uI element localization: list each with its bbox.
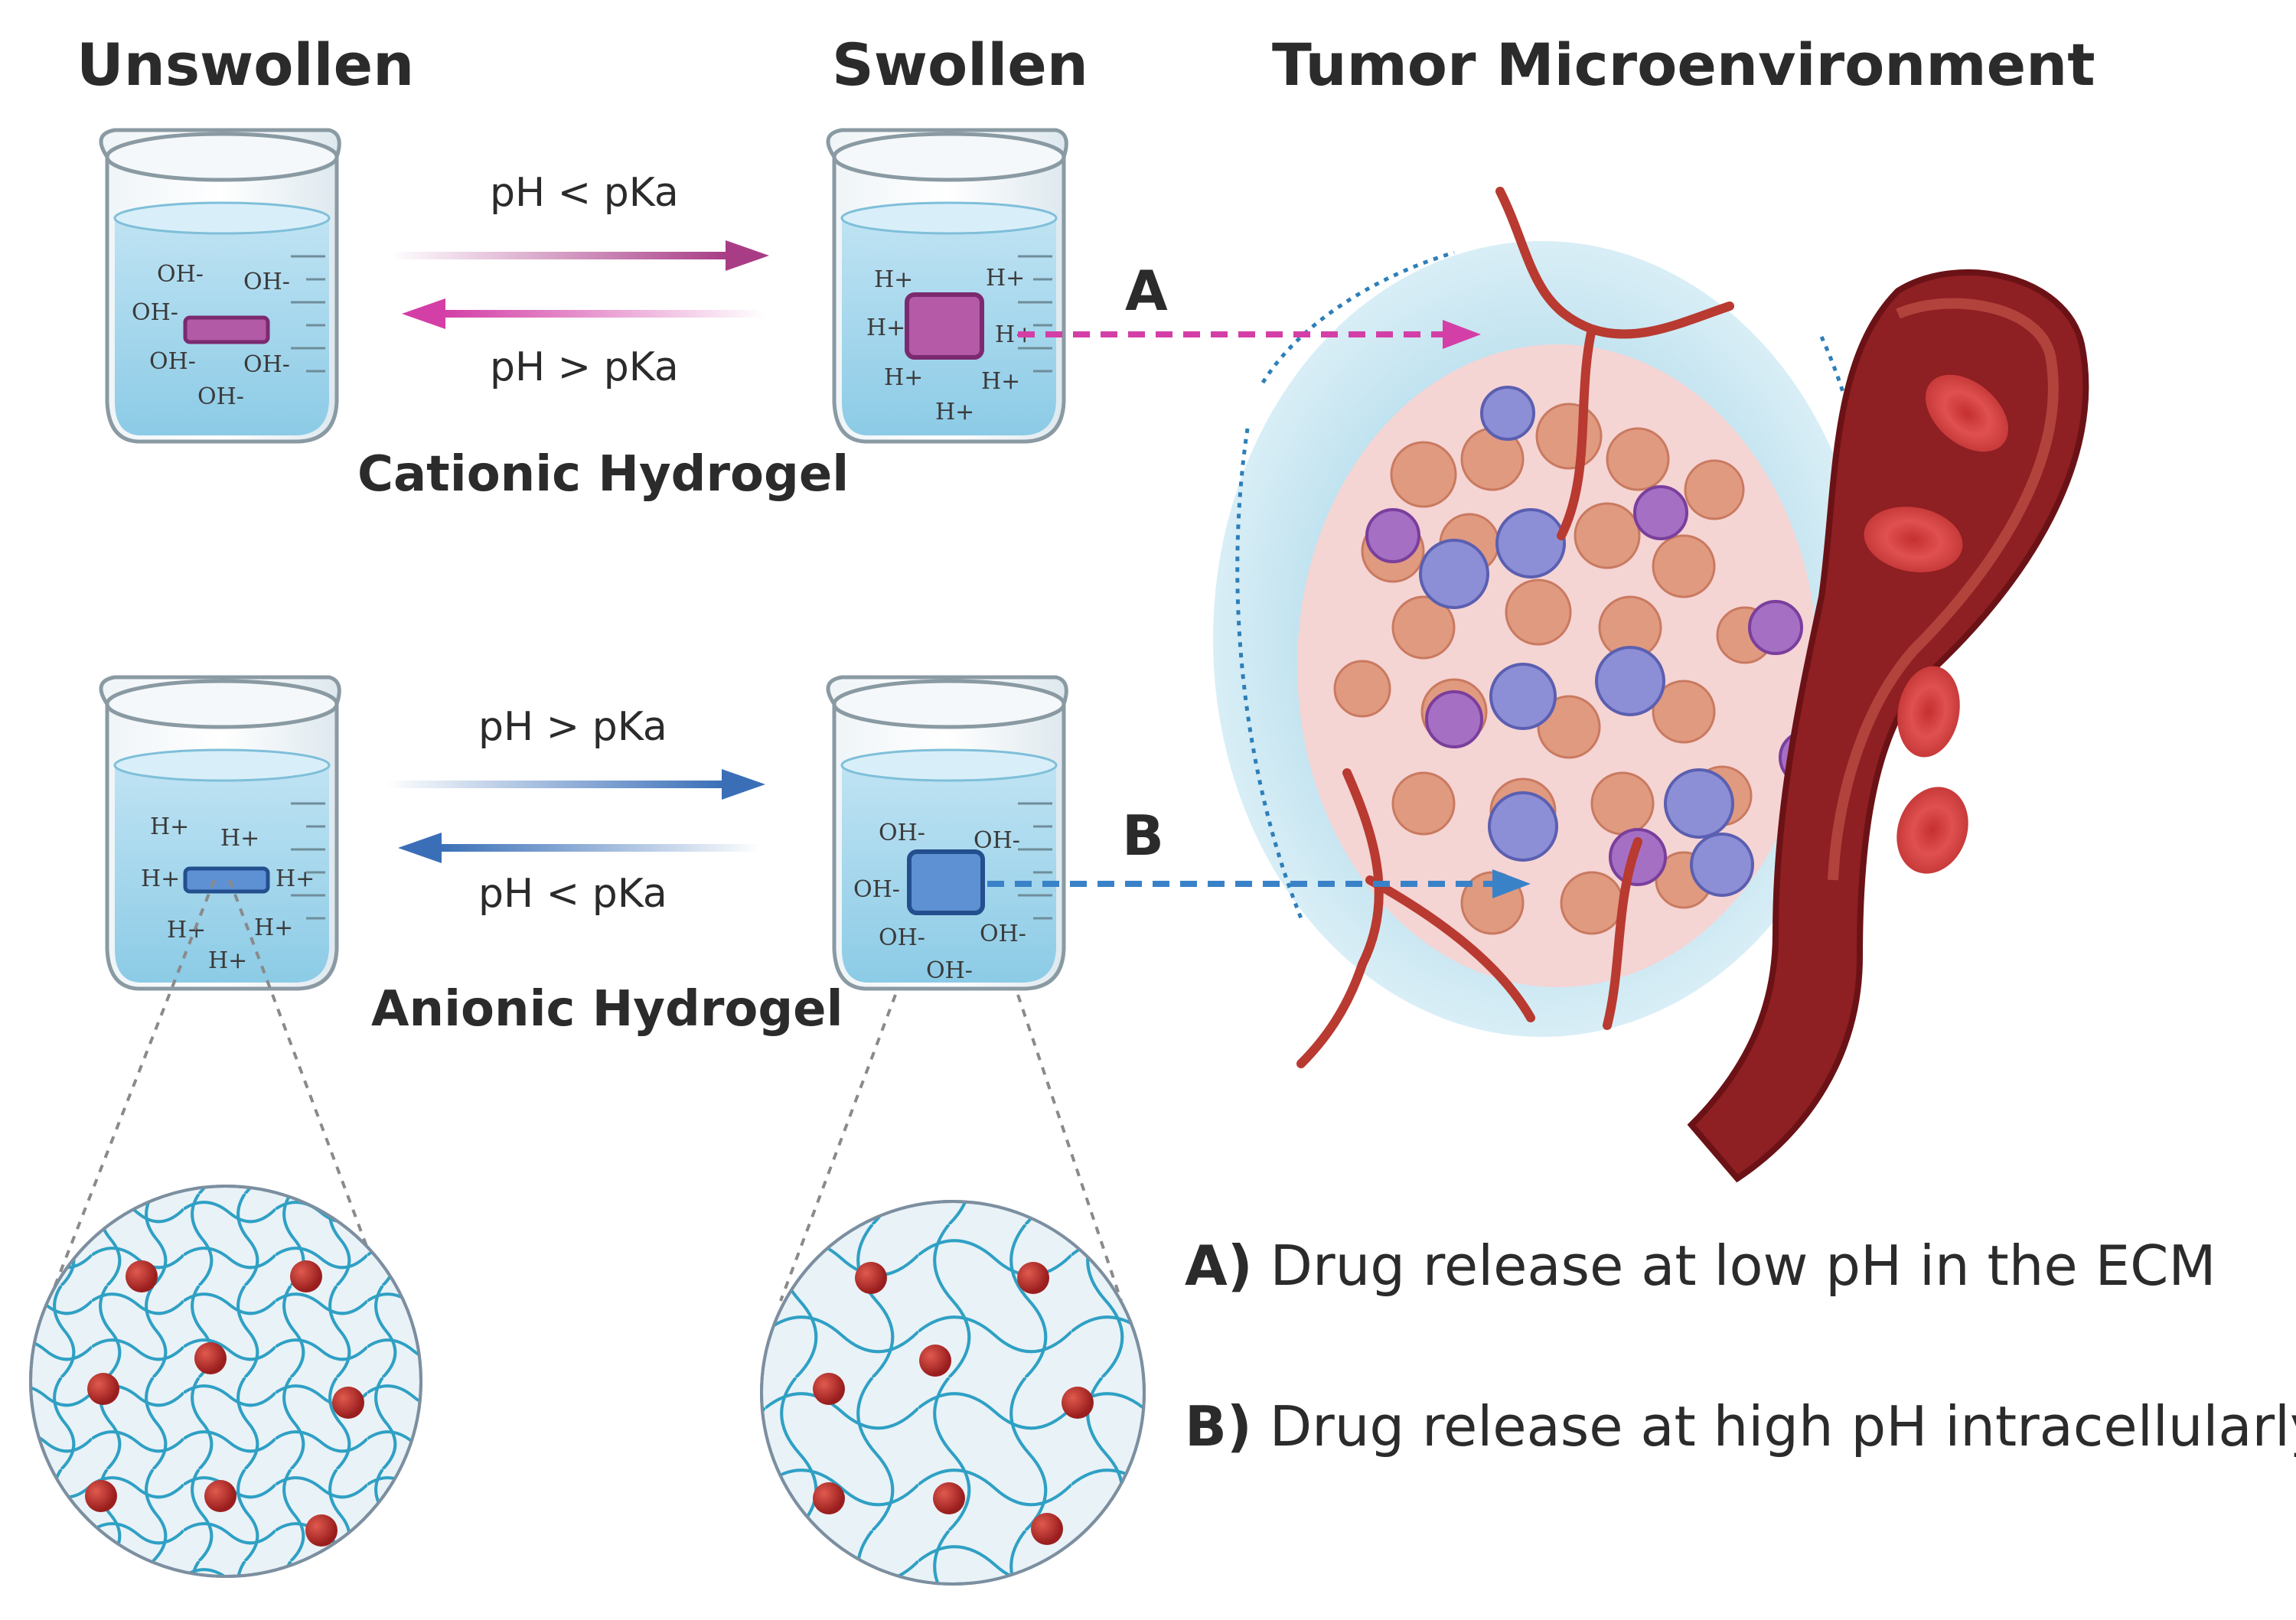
zoom-circle-unswollen: [29, 1185, 422, 1578]
anionic-forward-label: pH > pKa: [478, 704, 667, 750]
svg-text:H+: H+: [167, 917, 206, 944]
svg-text:H+: H+: [935, 399, 974, 425]
cationic-hydrogel-title: Cationic Hydrogel: [357, 446, 850, 503]
beaker-anionic-unswollen: [99, 675, 341, 991]
svg-text:OH-: OH-: [926, 957, 973, 984]
cationic-back-arrow: [402, 298, 765, 329]
ions-anionic-swollen: OH- OH- OH- OH- OH- OH-: [853, 820, 1026, 984]
svg-text:OH-: OH-: [879, 820, 925, 846]
legend-item-a: A) Drug release at low pH in the ECM: [1185, 1234, 2216, 1298]
svg-text:H+: H+: [874, 266, 913, 293]
cationic-back-label: pH > pKa: [490, 344, 679, 390]
ions-cationic-unswollen: OH- OH- OH- OH- OH- OH-: [132, 261, 290, 410]
legend-key-a: A): [1185, 1234, 1253, 1298]
svg-text:H+: H+: [208, 947, 247, 974]
cationic-hydrogel-unswollen: [183, 315, 270, 344]
svg-text:H+: H+: [866, 315, 905, 341]
svg-text:H+: H+: [141, 865, 180, 892]
svg-text:H+: H+: [220, 825, 259, 852]
anionic-hydrogel-unswollen: [183, 866, 270, 894]
zoom-circle-swollen: [760, 1200, 1146, 1586]
anionic-hydrogel-swollen: [907, 849, 985, 915]
cationic-forward-arrow: [390, 240, 769, 271]
svg-text:H+: H+: [254, 914, 293, 941]
svg-text:OH-: OH-: [197, 383, 244, 410]
svg-text:OH-: OH-: [157, 261, 204, 288]
ions-anionic-unswollen: H+ H+ H+ H+ H+ H+ H+: [141, 813, 315, 974]
anionic-back-label: pH < pKa: [478, 871, 667, 917]
cationic-forward-label: pH < pKa: [490, 170, 679, 216]
anionic-hydrogel-title: Anionic Hydrogel: [371, 981, 843, 1038]
svg-text:OH-: OH-: [879, 924, 925, 951]
legend-key-b: B): [1185, 1394, 1252, 1459]
svg-text:OH-: OH-: [132, 299, 178, 326]
ions-cationic-swollen: H+ H+ H+ H+ H+ H+ H+: [866, 265, 1034, 425]
svg-text:H+: H+: [986, 265, 1025, 292]
header-swollen: Swollen: [832, 31, 1088, 99]
beaker-anionic-swollen: [826, 675, 1068, 991]
header-unswollen: Unswollen: [77, 31, 415, 99]
anionic-back-arrow: [398, 833, 762, 863]
legend-item-b: B) Drug release at high pH intracellular…: [1185, 1394, 2296, 1459]
svg-text:OH-: OH-: [853, 876, 900, 903]
red-blood-cells: [1864, 374, 2009, 874]
drug-particles-swollen: [813, 1262, 1094, 1545]
svg-text:OH-: OH-: [243, 269, 290, 295]
anionic-forward-arrow: [386, 769, 765, 800]
pathway-a-letter: A: [1125, 259, 1168, 323]
legend-text-a: Drug release at low pH in the ECM: [1270, 1234, 2216, 1298]
drug-particles-unswollen: [85, 1260, 364, 1547]
pathway-b-letter: B: [1122, 803, 1164, 868]
tumor-illustration: [1213, 187, 2089, 1183]
svg-text:H+: H+: [884, 364, 923, 391]
beaker-cationic-swollen: [826, 128, 1068, 444]
pathway-a-arrow: [1018, 320, 1481, 349]
legend-text-b: Drug release at high pH intracellularly: [1269, 1394, 2296, 1459]
header-tumor-microenvironment: Tumor Microenvironment: [1272, 31, 2095, 99]
svg-text:OH-: OH-: [980, 921, 1026, 947]
svg-text:H+: H+: [150, 813, 189, 840]
pathway-b-arrow: [987, 869, 1531, 898]
zoom-lines: [51, 879, 1123, 1302]
svg-text:H+: H+: [276, 865, 315, 892]
svg-text:H+: H+: [981, 368, 1020, 395]
svg-text:OH-: OH-: [243, 351, 290, 378]
svg-text:OH-: OH-: [974, 827, 1020, 854]
svg-text:OH-: OH-: [149, 348, 196, 375]
cationic-hydrogel-swollen: [905, 292, 984, 360]
